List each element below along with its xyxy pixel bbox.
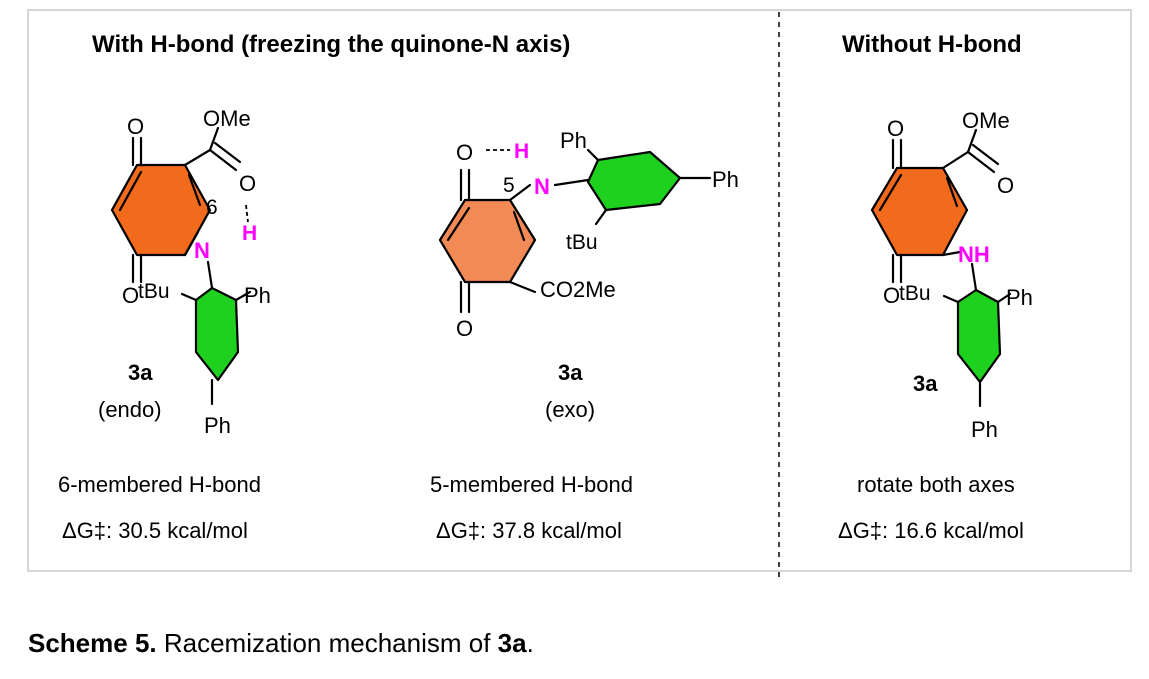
endo-ester-bond (183, 148, 212, 167)
exo-n-aryl-bond (553, 178, 590, 187)
free-o-bottom: O (883, 283, 900, 308)
free-n-aryl-bond (970, 262, 978, 292)
exo-tbu: tBu (566, 231, 598, 254)
endo-quinone-double-bond (118, 170, 143, 212)
endo-ph-right-bond (234, 290, 252, 302)
left-panel-title: With H-bond (freezing the quinone-N axis… (92, 31, 570, 58)
free-ester-co-2 (971, 143, 1000, 166)
free-ester-co (966, 150, 996, 174)
caption-compound: 3a (497, 628, 527, 658)
endo-o-top: O (127, 114, 144, 139)
endo-cn-bond (183, 230, 200, 257)
free-ph-right-bond (996, 292, 1012, 304)
endo-ph-bottom: Ph (204, 413, 231, 438)
free-aryl-ring (956, 288, 1002, 384)
exo-aryl-ring (586, 150, 682, 212)
exo-description: 5-membered H-bond (430, 472, 633, 497)
free-o-ester: O (997, 173, 1014, 198)
endo-ome: OMe (203, 106, 251, 131)
endo-compound-label: 3a (128, 360, 153, 385)
exo-ring-size: 5 (503, 174, 515, 197)
endo-ome-bond (208, 126, 220, 152)
exo-tbu-bond (594, 208, 608, 226)
exo-quinone-double-bond-2 (512, 210, 526, 242)
right-panel-title: Without H-bond (842, 31, 1022, 58)
molecule-exo (438, 148, 712, 314)
free-ester-bond (941, 150, 970, 170)
exo-ph-top: Ph (560, 128, 587, 153)
endo-o-ester: O (239, 171, 256, 196)
endo-o-bottom: O (122, 283, 139, 308)
free-quinone-double-bond (878, 173, 903, 212)
free-tbu-bond (942, 294, 960, 304)
endo-conformer-label: (endo) (98, 397, 162, 422)
exo-ester-bond (508, 280, 537, 294)
caption-end: . (526, 628, 534, 658)
free-description: rotate both axes (857, 472, 1015, 497)
endo-n: N (194, 238, 210, 263)
exo-conformer-label: (exo) (545, 397, 595, 422)
endo-n-aryl-bond (206, 260, 214, 290)
exo-n: N (534, 174, 550, 199)
endo-description: 6-membered H-bond (58, 472, 261, 497)
exo-quinone-ring (438, 198, 537, 284)
caption-label: Scheme 5. (28, 628, 157, 658)
endo-hbond-dash (245, 204, 249, 223)
endo-quinone-double-bond-2 (187, 173, 202, 207)
exo-compound-label: 3a (558, 360, 583, 385)
exo-energy: ΔG‡: 37.8 kcal/mol (436, 518, 622, 543)
free-tbu: tBu (899, 282, 931, 305)
figure-caption: Scheme 5. Racemization mechanism of 3a. (28, 628, 534, 659)
exo-o-top: O (456, 140, 473, 165)
endo-ester-co-2 (213, 141, 242, 164)
free-nh: NH (958, 242, 990, 267)
free-compound-label: 3a (913, 371, 938, 396)
exo-ph-right: Ph (712, 167, 739, 192)
free-ph-bottom: Ph (971, 417, 998, 442)
exo-quinone-double-bond (446, 206, 471, 242)
free-quinone-double-bond-2 (945, 176, 959, 208)
exo-o-bottom: O (456, 316, 473, 341)
exo-ph-top-bond (586, 148, 600, 162)
free-ome-bond (966, 128, 978, 154)
endo-ph-right: Ph (244, 283, 271, 308)
free-quinone-ring (870, 166, 969, 257)
free-o-top: O (887, 116, 904, 141)
free-cn-bond (941, 250, 962, 257)
endo-aryl-ring (194, 286, 240, 382)
free-ph-right: Ph (1006, 285, 1033, 310)
endo-h: H (242, 222, 257, 245)
endo-energy: ΔG‡: 30.5 kcal/mol (62, 518, 248, 543)
free-energy: ΔG‡: 16.6 kcal/mol (838, 518, 1024, 543)
molecule-free (870, 128, 1012, 408)
exo-cn-bond (508, 183, 532, 202)
exo-co2me: CO2Me (540, 277, 616, 302)
scheme-frame (27, 9, 1132, 572)
free-ome: OMe (962, 108, 1010, 133)
molecule-endo (110, 126, 252, 406)
endo-tbu-bond (180, 292, 198, 302)
exo-h: H (514, 140, 529, 163)
endo-ring-size: 6 (206, 196, 218, 219)
endo-ester-co (208, 148, 238, 172)
caption-text: Racemization mechanism of (156, 628, 498, 658)
endo-tbu: tBu (138, 280, 170, 303)
